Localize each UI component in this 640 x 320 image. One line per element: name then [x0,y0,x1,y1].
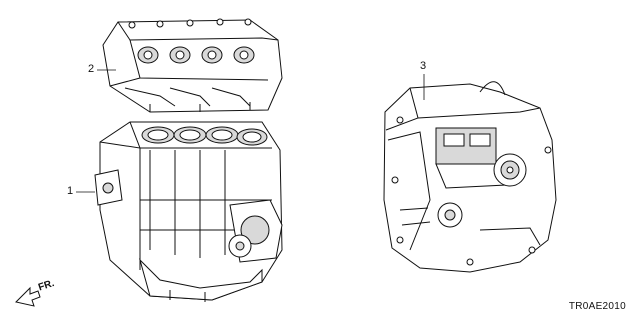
diagram-code: TR0AE2010 [568,301,626,312]
front-direction-arrow [15,286,41,307]
callout-2: 2 [88,63,95,75]
cylinder-head [102,18,283,113]
callout-1: 1 [67,185,74,197]
callout-3: 3 [420,60,427,72]
engine-block [94,121,283,302]
leader-lines [76,69,425,193]
transmission [383,81,557,273]
